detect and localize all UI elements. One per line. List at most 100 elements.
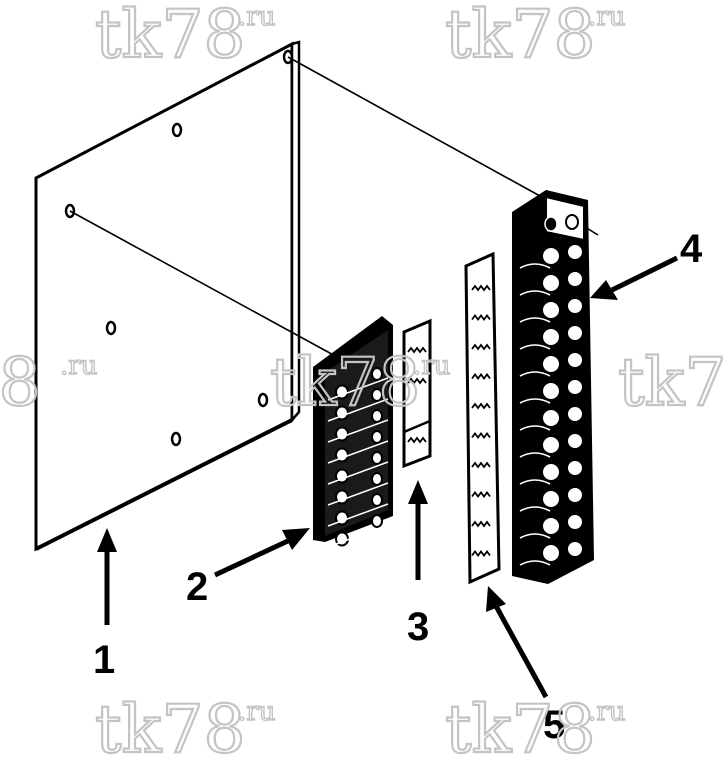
- screw: [371, 493, 383, 507]
- terminal-clamp: [541, 462, 561, 482]
- marker-symbol: [471, 343, 491, 351]
- marker-symbol: [471, 373, 491, 380]
- callout-4: 4: [680, 227, 703, 271]
- terminal-screw: [566, 297, 584, 315]
- terminal-highlight: [519, 479, 551, 485]
- terminal-divider: [327, 377, 389, 401]
- terminal-clamp: [541, 543, 561, 563]
- arrow-5: [486, 586, 549, 699]
- small-block-screws: [327, 367, 389, 548]
- terminal-divider: [327, 398, 389, 422]
- terminal-divider: [327, 440, 389, 464]
- long-strip-marks: [471, 284, 491, 557]
- terminal-screw: [566, 351, 584, 369]
- large-terminal-block: [512, 190, 594, 584]
- terminal-highlight: [519, 290, 551, 296]
- terminal-clamp: [541, 300, 561, 320]
- terminal-divider: [327, 419, 389, 443]
- mounting-panel: [34, 40, 301, 552]
- terminal-divider: [327, 461, 389, 485]
- callout-1: 1: [93, 638, 115, 682]
- terminal-highlight: [519, 317, 551, 323]
- small-marker-strip: [402, 318, 432, 469]
- watermark-text: tk78: [95, 691, 246, 759]
- arrow-4: [590, 255, 679, 300]
- callout-arrows: [97, 255, 679, 699]
- terminal-screw: [566, 540, 584, 558]
- terminal-clamp: [541, 327, 561, 347]
- terminal-divider: [327, 503, 389, 527]
- watermark-text: tk78: [0, 344, 41, 421]
- terminal-clamp: [541, 354, 561, 374]
- marker-symbol: [471, 550, 491, 557]
- terminal-highlight: [519, 425, 551, 431]
- long-marker-strip: [464, 251, 501, 585]
- terminal-divider: [327, 524, 389, 548]
- marker-symbol: [471, 461, 491, 469]
- callout-5: 5: [543, 703, 565, 747]
- screw: [371, 514, 383, 528]
- callout-2: 2: [186, 565, 208, 609]
- marker-symbol: [407, 436, 427, 444]
- panel-holes: [64, 49, 294, 447]
- terminal-highlight: [519, 560, 551, 566]
- terminal-highlight: [519, 533, 551, 539]
- terminal-clamp: [541, 381, 561, 401]
- watermark-top-left: tk78 .ru: [94, 0, 276, 74]
- watermark-mid-left: tk78 .ru: [0, 343, 98, 422]
- watermark-suffix: .ru: [60, 351, 97, 381]
- screw: [371, 430, 383, 444]
- terminal-highlight: [519, 452, 551, 458]
- marker-symbol: [471, 520, 491, 528]
- terminal-highlight: [519, 263, 551, 269]
- marker-symbol: [471, 402, 491, 410]
- watermark-bottom-right: tk78 .ru: [444, 690, 626, 759]
- terminal-screw: [566, 405, 584, 423]
- watermark-text: tk78: [270, 344, 421, 421]
- terminal-clamp: [541, 246, 561, 266]
- terminal-divider: [327, 482, 389, 506]
- watermark-text: tk78: [445, 691, 596, 759]
- watermark-mid-center: tk78 .ru: [269, 343, 451, 422]
- screw: [371, 472, 383, 486]
- watermark-mid-right: tk78: [617, 343, 726, 422]
- terminal-clamp: [541, 489, 561, 509]
- screw: [371, 388, 383, 402]
- arrow-3: [408, 480, 428, 580]
- screw: [371, 367, 383, 381]
- small-strip-marks: [407, 346, 427, 444]
- watermark-top-right: tk78 .ru: [444, 0, 626, 74]
- marker-symbol: [407, 346, 427, 354]
- watermark-text: tk78: [618, 344, 726, 421]
- terminal-screw: [566, 513, 584, 531]
- terminal-screw: [566, 324, 584, 342]
- marker-symbol: [407, 377, 427, 385]
- marker-symbol: [471, 284, 491, 292]
- terminal-clamp: [541, 435, 561, 455]
- terminal-clamp: [541, 273, 561, 293]
- watermark-suffix: .ru: [588, 2, 625, 32]
- screw: [371, 409, 383, 423]
- callout-3: 3: [407, 605, 429, 649]
- terminal-highlight: [519, 371, 551, 377]
- watermark-suffix: .ru: [588, 697, 625, 727]
- screw: [371, 451, 383, 465]
- watermark-text: tk78: [445, 0, 596, 73]
- terminal-screw: [566, 243, 584, 261]
- terminal-screw: [566, 270, 584, 288]
- watermark-suffix: .ru: [238, 2, 275, 32]
- arrow-1: [97, 528, 117, 625]
- terminal-highlight: [519, 506, 551, 512]
- terminal-screw: [566, 378, 584, 396]
- terminal-highlight: [519, 344, 551, 350]
- terminal-clamp: [541, 408, 561, 428]
- terminal-clamp: [541, 516, 561, 536]
- arrow-2: [213, 528, 310, 578]
- watermark-bottom-left: tk78 .ru: [94, 690, 276, 759]
- terminal-highlight: [519, 398, 551, 404]
- watermark-suffix: .ru: [238, 697, 275, 727]
- marker-symbol: [471, 314, 491, 321]
- watermark-text: tk78: [95, 0, 246, 73]
